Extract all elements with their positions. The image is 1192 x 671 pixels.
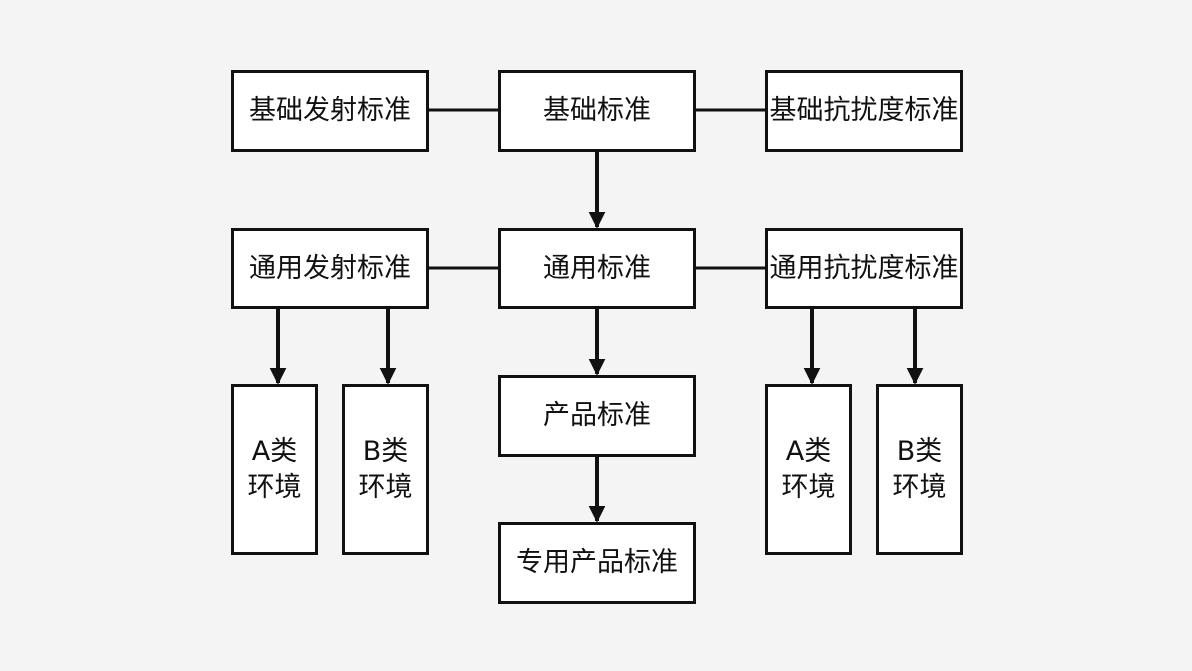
node-left-class-b-environment: B类 环境 — [342, 384, 429, 555]
node-label-line2: 环境 — [247, 471, 302, 503]
node-label-line1: B类 — [896, 436, 943, 468]
node-dedicated-product-standard: 专用产品标准 — [498, 522, 696, 604]
node-right-class-a-environment: A类 环境 — [765, 384, 852, 555]
node-label: 通用标准 — [543, 252, 651, 284]
node-basic-standard: 基础标准 — [498, 70, 696, 152]
node-label-line2: 环境 — [892, 471, 947, 503]
node-product-standard: 产品标准 — [498, 375, 696, 457]
node-label-line1: A类 — [785, 436, 832, 468]
node-left-class-a-environment: A类 环境 — [231, 384, 318, 555]
node-label: 专用产品标准 — [516, 547, 678, 579]
node-label: 基础标准 — [543, 95, 651, 127]
node-label: 基础抗扰度标准 — [769, 95, 959, 127]
node-label-line1: B类 — [362, 436, 409, 468]
node-label-line2: 环境 — [358, 471, 413, 503]
node-label: 基础发射标准 — [249, 95, 411, 127]
node-label-line1: A类 — [251, 436, 298, 468]
node-basic-emission-standard: 基础发射标准 — [231, 70, 429, 152]
node-label: 产品标准 — [543, 400, 651, 432]
node-right-class-b-environment: B类 环境 — [876, 384, 963, 555]
node-generic-emission-standard: 通用发射标准 — [231, 228, 429, 309]
node-generic-immunity-standard: 通用抗扰度标准 — [765, 228, 963, 309]
node-label: 通用发射标准 — [249, 252, 411, 284]
node-label-line2: 环境 — [781, 471, 836, 503]
node-generic-standard: 通用标准 — [498, 228, 696, 309]
node-basic-immunity-standard: 基础抗扰度标准 — [765, 70, 963, 152]
node-label: 通用抗扰度标准 — [769, 252, 959, 284]
